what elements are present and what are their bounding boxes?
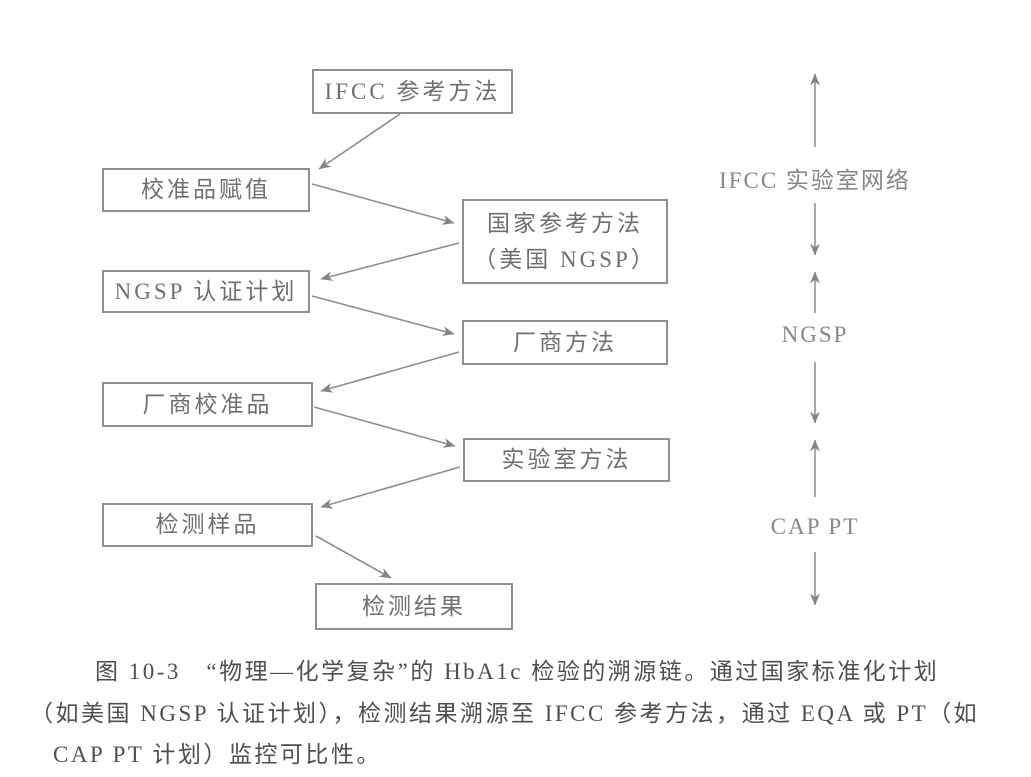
scope-label-ngsp: NGSP bbox=[781, 322, 849, 347]
node-ifcc-reference-method: IFCC 参考方法 bbox=[312, 69, 513, 114]
node-label: IFCC 参考方法 bbox=[324, 78, 501, 104]
node-label: 检测结果 bbox=[362, 593, 466, 619]
node-label: 实验室方法 bbox=[501, 447, 632, 473]
node-test-result: 检测结果 bbox=[315, 583, 513, 630]
node-national-reference-method: 国家参考方法 （美国 NGSP） bbox=[462, 199, 668, 284]
node-label-line1: 国家参考方法 bbox=[487, 210, 643, 236]
caption-line-3: CAP PT 计划）监控可比性。 bbox=[53, 742, 382, 767]
caption-line-1: 图 10-3 “物理—化学复杂”的 HbA1c 检验的溯源链。通过国家标准化计划 bbox=[95, 659, 940, 684]
node-label: 检测样品 bbox=[155, 512, 260, 538]
arrow-ifcc-to-calibrator bbox=[318, 113, 401, 170]
caption-line-2: （如美国 NGSP 认证计划），检测结果溯源至 IFCC 参考方法，通过 EQA… bbox=[30, 701, 980, 726]
node-label: NGSP 认证计划 bbox=[114, 278, 298, 304]
node-ngsp-certification-program: NGSP 认证计划 bbox=[102, 270, 310, 313]
arrow-manufacturer-method-to-manufacturer-calibrator bbox=[320, 351, 460, 393]
node-laboratory-method: 实验室方法 bbox=[463, 438, 670, 482]
node-label: 厂商校准品 bbox=[142, 391, 273, 417]
node-label: 厂商方法 bbox=[513, 329, 617, 355]
node-label-line2: （美国 NGSP） bbox=[473, 246, 657, 272]
arrow-manufacturer-calibrator-to-laboratory-method bbox=[313, 406, 456, 448]
arrow-ngsp-cert-to-manufacturer-method bbox=[311, 295, 455, 336]
node-label: 校准品赋值 bbox=[141, 177, 271, 203]
arrow-test-sample-to-test-result bbox=[315, 535, 392, 579]
arrow-calibrator-to-national bbox=[311, 183, 455, 225]
scope-label-cap-pt: CAP PT bbox=[770, 514, 860, 539]
arrow-national-to-ngsp-cert bbox=[320, 242, 460, 281]
node-manufacturer-method: 厂商方法 bbox=[462, 320, 668, 365]
arrow-laboratory-method-to-test-sample bbox=[320, 466, 461, 509]
scope-label-ifcc-network: IFCC 实验室网络 bbox=[719, 168, 911, 193]
node-test-sample: 检测样品 bbox=[102, 503, 313, 547]
node-manufacturer-calibrator: 厂商校准品 bbox=[102, 382, 313, 427]
node-calibrator-value-assignment: 校准品赋值 bbox=[102, 168, 310, 212]
